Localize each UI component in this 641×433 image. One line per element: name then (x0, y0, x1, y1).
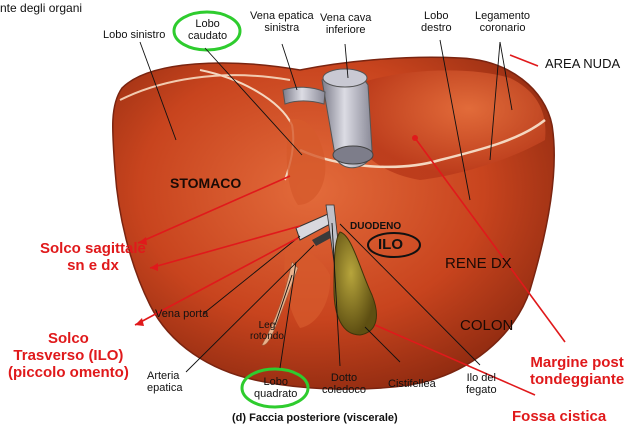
figure-caption: (d) Faccia posteriore (viscerale) (232, 412, 398, 424)
label-lobo-sinistro: Lobo sinistro (103, 29, 165, 41)
label-vena-porta: Vena porta (155, 308, 208, 320)
label-rene-dx: RENE DX (445, 258, 512, 270)
label-fossa-cistica: Fossa cistica (512, 408, 606, 425)
label-cistifellea: Cistifellea (388, 378, 436, 390)
label-colon: COLON (460, 320, 513, 332)
label-duodeno: DUODENO (350, 221, 401, 232)
title-fragment: nte degli organi (0, 2, 82, 14)
label-ilo: ILO (378, 237, 403, 253)
label-area-nuda: AREA NUDA (545, 58, 620, 70)
label-stomaco: STOMACO (170, 177, 241, 189)
